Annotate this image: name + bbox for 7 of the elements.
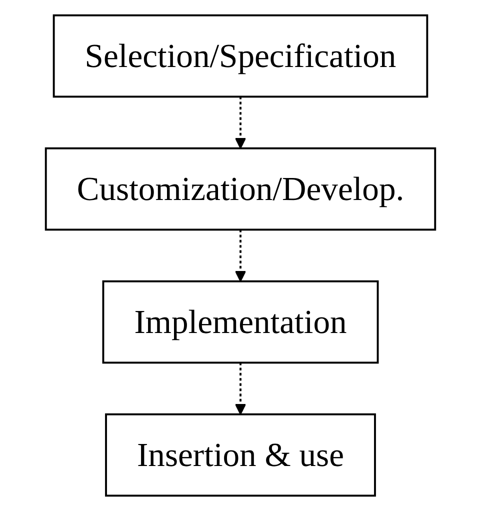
node-box: Insertion & use: [105, 413, 376, 497]
node-box: Implementation: [102, 280, 379, 364]
arrow: [234, 96, 246, 149]
node-box: Customization/Develop.: [44, 147, 436, 231]
arrow: [234, 230, 246, 282]
node-box: Selection/Specification: [52, 14, 428, 98]
arrow: [234, 362, 246, 415]
